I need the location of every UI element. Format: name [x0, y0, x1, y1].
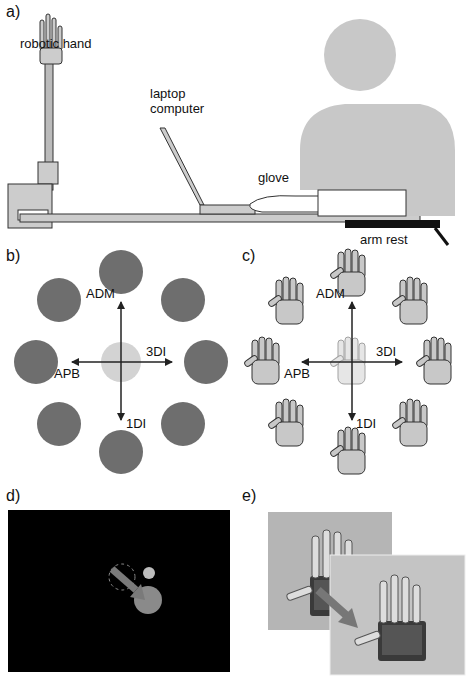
panel-letter: e) [242, 488, 256, 503]
hand-postures [244, 249, 451, 474]
panel-letter: b) [6, 248, 20, 263]
callout-label: glove [258, 170, 289, 185]
callout-label: ADM [316, 286, 345, 301]
callout-label: APB [284, 366, 310, 381]
callout-label: 1DI [356, 416, 376, 431]
callout-label: robotic hand [20, 36, 92, 51]
panel-letter: c) [242, 248, 255, 263]
callout-label: 1DI [126, 416, 146, 431]
setup-illustration [8, 14, 455, 245]
callout-label: APB [54, 366, 80, 381]
robot-photos [268, 512, 465, 675]
callout-label: ADM [86, 286, 115, 301]
target-layout [14, 250, 228, 474]
screen-feedback [8, 510, 230, 672]
callout-label: 3DI [146, 344, 166, 359]
callout-label: 3DI [376, 344, 396, 359]
panel-letter: a) [6, 4, 20, 19]
callout-label: arm rest [360, 232, 408, 247]
callout-label: laptop computer [150, 86, 220, 116]
panel-letter: d) [6, 488, 20, 503]
